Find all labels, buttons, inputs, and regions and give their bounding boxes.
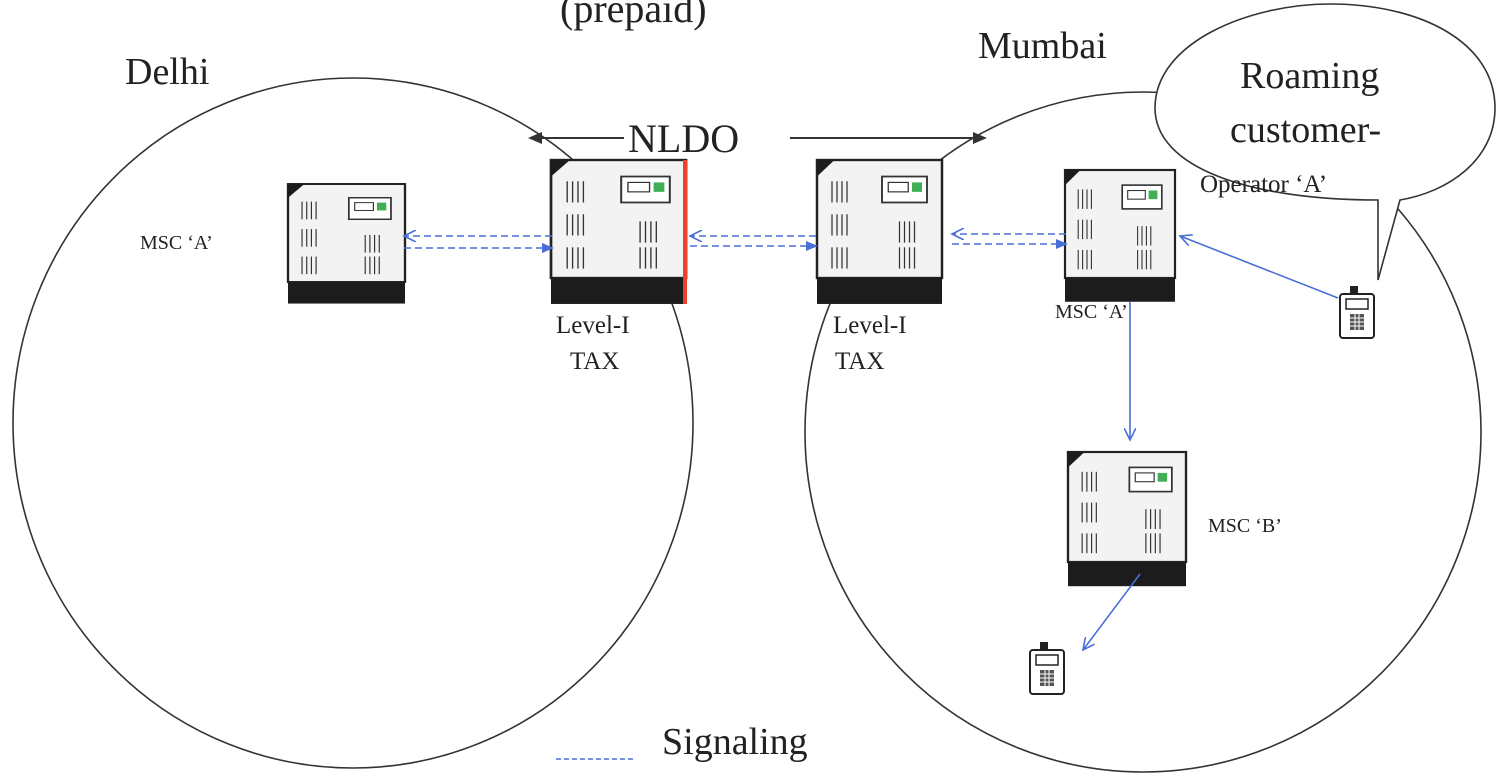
msc-a-mumbai-label: MSC ‘A’ [1055,301,1128,323]
tax-mumbai-label-line2: TAX [835,348,884,375]
delhi-region-circle [12,77,694,769]
msc-a-mumbai-switch-icon [1063,168,1177,303]
called-phone-icon [1029,641,1065,695]
signaling-links [404,234,1068,253]
callout-line1: Roaming [1240,55,1379,97]
phone-to-msc-a-link [1180,236,1339,299]
roaming-phone-icon [1339,285,1375,339]
msc-b-mumbai-label: MSC ‘B’ [1208,515,1282,537]
tax-mumbai-label-line1: Level-I [833,312,907,339]
msc-a-delhi-switch-icon [286,182,407,305]
tax-delhi-label-line2: TAX [570,348,619,375]
tax-delhi-highlight-edge [683,160,687,304]
tax-delhi-label-line1: Level-I [556,312,630,339]
mumbai-label: Mumbai [978,25,1107,67]
msc-a-delhi-label: MSC ‘A’ [140,232,213,254]
signaling-legend-label: Signaling [662,721,808,763]
tax-mumbai-switch-icon [815,158,944,306]
callout-line3: Operator ‘A’ [1200,171,1327,198]
tax-delhi-switch-icon [549,158,688,306]
nldo-label: NLDO [628,116,739,161]
msc-b-mumbai-switch-icon [1066,450,1188,588]
callout-line2: customer- [1230,109,1381,151]
title-fragment: (prepaid) [560,0,707,31]
mumbai-region-circle [804,91,1482,773]
roaming-customer-callout [1154,3,1496,281]
msc-b-to-phone-link [1083,573,1141,650]
delhi-label: Delhi [125,51,209,93]
